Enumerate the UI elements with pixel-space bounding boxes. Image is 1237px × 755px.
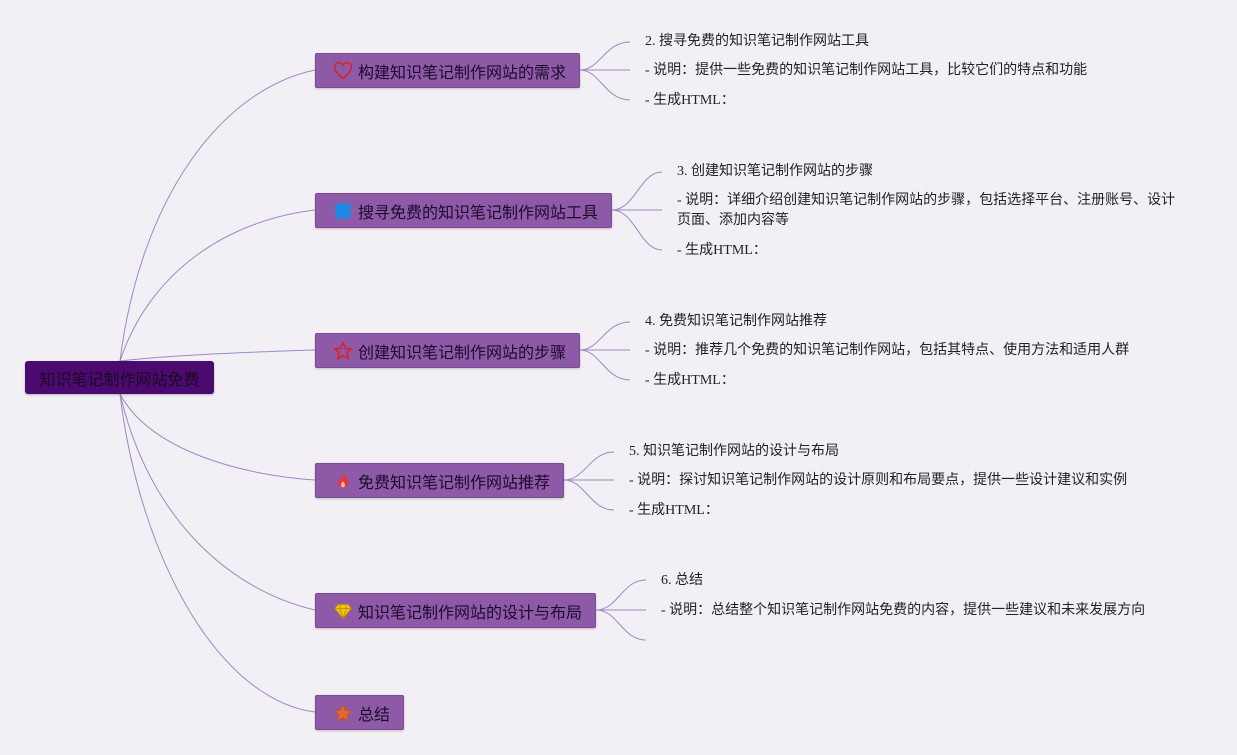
branch-label: 搜寻免费的知识笔记制作网站工具 [358, 202, 599, 222]
leaf-generate-html[interactable]: - 生成HTML： [645, 373, 735, 388]
branch-label: 免费知识笔记制作网站推荐 [358, 472, 551, 492]
leaf-generate-html[interactable]: - 生成HTML： [645, 93, 735, 108]
diamond-icon [332, 600, 354, 622]
root-topic-label: 知识笔记制作网站免费 [39, 369, 200, 389]
branch-recommend[interactable]: 免费知识笔记制作网站推荐 [315, 463, 564, 498]
star-outline-icon [332, 340, 354, 362]
branch-summary[interactable]: 总结 [315, 695, 404, 730]
leaf-topic[interactable]: 4. 免费知识笔记制作网站推荐 [645, 314, 827, 329]
leaf-description[interactable]: - 说明：详细介绍创建知识笔记制作网站的步骤，包括选择平台、注册账号、设计页面、… [677, 193, 1176, 228]
leaf-generate-html[interactable]: - 生成HTML： [629, 503, 719, 518]
star-filled-icon [332, 702, 354, 724]
leaf-topic[interactable]: 6. 总结 [661, 573, 703, 588]
leaf-topic[interactable]: 5. 知识笔记制作网站的设计与布局 [629, 444, 839, 459]
heart-icon [332, 60, 354, 82]
branch-search-tools[interactable]: 搜寻免费的知识笔记制作网站工具 [315, 193, 612, 228]
branch-label: 知识笔记制作网站的设计与布局 [358, 602, 583, 622]
fire-icon [332, 470, 354, 492]
branch-label: 构建知识笔记制作网站的需求 [358, 62, 567, 82]
branch-design-layout[interactable]: 知识笔记制作网站的设计与布局 [315, 593, 596, 628]
branch-label: 总结 [358, 704, 391, 724]
leaf-description[interactable]: - 说明：总结整个知识笔记制作网站免费的内容，提供一些建议和未来发展方向 [661, 603, 1146, 618]
root-topic[interactable]: 知识笔记制作网站免费 [25, 361, 214, 394]
leaf-description[interactable]: - 说明：探讨知识笔记制作网站的设计原则和布局要点，提供一些设计建议和实例 [629, 473, 1128, 488]
leaf-description[interactable]: - 说明：提供一些免费的知识笔记制作网站工具，比较它们的特点和功能 [645, 63, 1088, 78]
branch-requirements[interactable]: 构建知识笔记制作网站的需求 [315, 53, 580, 88]
branch-create-steps[interactable]: 创建知识笔记制作网站的步骤 [315, 333, 580, 368]
leaf-generate-html[interactable]: - 生成HTML： [677, 243, 767, 258]
branch-label: 创建知识笔记制作网站的步骤 [358, 342, 567, 362]
leaf-topic[interactable]: 3. 创建知识笔记制作网站的步骤 [677, 164, 873, 179]
leaf-topic[interactable]: 2. 搜寻免费的知识笔记制作网站工具 [645, 34, 869, 49]
blue-square-icon [332, 200, 354, 222]
leaf-description[interactable]: - 说明：推荐几个免费的知识笔记制作网站，包括其特点、使用方法和适用人群 [645, 343, 1130, 358]
